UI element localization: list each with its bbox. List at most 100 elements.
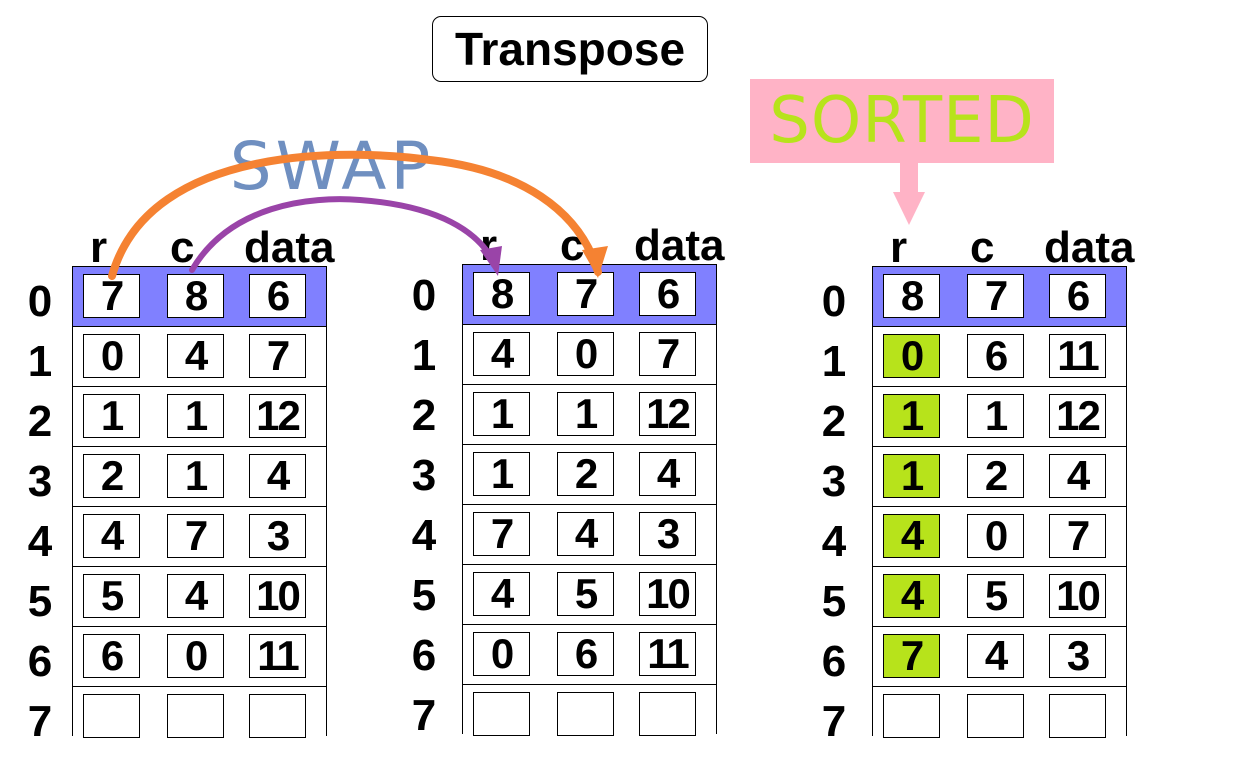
cell-data: 4 [1049,452,1106,499]
row-index-label: 5 [411,571,437,620]
row-index-label: 6 [411,631,437,680]
cell-r: 6 [83,632,140,679]
cell-data: 3 [639,510,696,557]
cell-r [883,694,940,738]
cell-c: 0 [967,512,1024,559]
cell-data [639,692,696,736]
cell-r: 0 [883,332,940,379]
cell-c: 4 [167,572,224,619]
column-header-r: r [90,223,108,272]
column-header-c: c [970,223,995,272]
cell-r: 4 [883,512,940,559]
row-index-label: 3 [411,451,437,500]
row-index-label: 2 [821,397,847,446]
cell-data: 12 [639,390,696,437]
row-index-label: 4 [27,517,53,566]
cell-r: 2 [83,452,140,499]
sorted-label: SORTED [750,79,1054,163]
purple-swap-arrow [189,196,497,273]
cell-r: 4 [83,512,140,559]
cell-data: 7 [1049,512,1106,559]
cell-data [1049,694,1106,738]
row-index-label: 6 [27,637,53,686]
row-index-label: 4 [411,511,437,560]
cell-c: 5 [557,570,614,617]
cell-c: 7 [967,272,1024,319]
row-index-label: 6 [821,637,847,686]
cell-data [249,694,306,738]
column-header-data: data [634,221,725,270]
row-index-label: 1 [411,331,437,380]
cell-data: 11 [249,632,306,679]
cell-c: 7 [167,512,224,559]
cell-r: 8 [473,270,530,317]
cell-data: 4 [249,452,306,499]
cell-data: 10 [639,570,696,617]
cell-data: 3 [249,512,306,559]
cell-r [83,694,140,738]
cell-c: 1 [967,392,1024,439]
row-index-label: 2 [27,397,53,446]
cell-r: 0 [473,630,530,677]
cell-r: 8 [883,272,940,319]
cell-r: 4 [473,570,530,617]
cell-c [167,694,224,738]
row-index-label: 7 [411,691,437,740]
cell-data: 6 [639,270,696,317]
cell-r: 7 [473,510,530,557]
column-header-r: r [890,223,908,272]
cell-data: 6 [1049,272,1106,319]
table-row [873,686,1126,746]
row-index-label: 7 [821,697,847,746]
row-index-label: 7 [27,697,53,746]
cell-r: 5 [83,572,140,619]
cell-c: 6 [967,332,1024,379]
row-index-label: 5 [27,577,53,626]
cell-r: 7 [83,272,140,319]
cell-c: 7 [557,270,614,317]
cell-data: 10 [1049,572,1106,619]
row-index-label: 0 [411,271,437,320]
cell-r: 0 [83,332,140,379]
cell-c: 5 [967,572,1024,619]
cell-r: 1 [83,392,140,439]
column-header-data: data [1044,223,1135,272]
cell-data: 7 [639,330,696,377]
cell-c: 2 [967,452,1024,499]
cell-c: 1 [167,452,224,499]
diagram-title: Transpose [432,16,708,82]
cell-r [473,692,530,736]
row-index-label: 0 [27,277,53,326]
orange-arrowhead [582,246,608,278]
cell-c: 8 [167,272,224,319]
cell-c [557,692,614,736]
cell-data: 4 [639,450,696,497]
cell-c: 4 [967,632,1024,679]
row-index-label: 2 [411,391,437,440]
cell-r: 1 [883,392,940,439]
cell-c: 0 [167,632,224,679]
cell-r: 1 [883,452,940,499]
row-index-label: 1 [821,337,847,386]
cell-c: 2 [557,450,614,497]
row-index-label: 0 [821,277,847,326]
cell-data: 12 [249,392,306,439]
row-index-label: 5 [821,577,847,626]
row-index-label: 3 [27,457,53,506]
cell-r: 1 [473,450,530,497]
cell-r: 4 [883,572,940,619]
